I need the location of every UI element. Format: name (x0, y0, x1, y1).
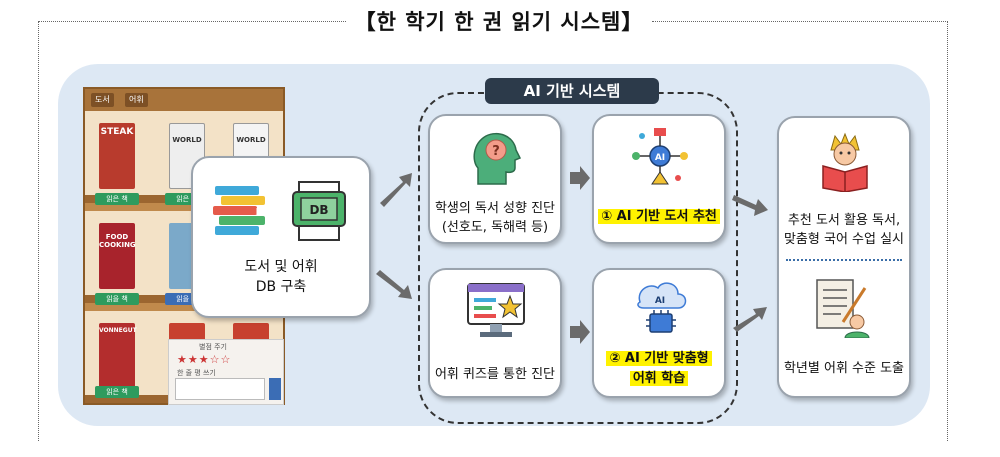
frame-side-right (947, 21, 948, 441)
review-heading-2: 한 줄 평 쓰기 (177, 369, 216, 377)
svg-text:DB: DB (309, 203, 328, 217)
arrow-learning-to-outcome (733, 307, 767, 332)
database-icon: DB (292, 181, 346, 241)
quiz-text: 어휘 퀴즈를 통한 진단 (434, 367, 556, 382)
svg-text:AI: AI (655, 296, 665, 306)
outcome-line1: 추천 도서 활용 독서, (787, 213, 901, 228)
outcome-separator (786, 259, 902, 261)
vocab-sheet-icon (816, 279, 870, 338)
ai-chip-icon: AI (637, 282, 687, 333)
frame-line-left (38, 21, 346, 22)
bookshelf-tab-books: 도서 (91, 93, 114, 107)
arrow-db-to-diagnosis (380, 173, 412, 207)
outcome-line2: 맞춤형 국어 수업 실시 (783, 232, 905, 247)
book-cover: VONNEGUT (99, 323, 137, 389)
svg-text:AI: AI (655, 153, 665, 163)
frame-line-right (652, 21, 948, 22)
frame-side-left (38, 21, 39, 441)
books-stack-icon (213, 186, 265, 235)
quiz-card: 어휘 퀴즈를 통한 진단 (428, 268, 562, 398)
review-heading: 별점 주기 (199, 343, 227, 351)
book-cover: STEAK (99, 123, 135, 189)
book-status-label: 읽은 책 (95, 386, 139, 398)
arrow-db-to-quiz (376, 270, 412, 299)
review-popup: 별점 주기 ★★★☆☆ 한 줄 평 쓰기 (168, 339, 284, 405)
monitor-quiz-icon (467, 283, 525, 337)
arrow-quiz-to-learning (570, 320, 590, 344)
book-status-label: 읽을 책 (95, 293, 139, 305)
svg-text:?: ? (492, 144, 500, 159)
outcome-line3: 학년별 어휘 수준 도출 (783, 361, 905, 376)
rating-stars[interactable]: ★★★☆☆ (177, 353, 232, 366)
ai-network-icon: AI (632, 128, 688, 185)
review-submit-button[interactable] (269, 378, 281, 400)
head-brain-icon: ? (473, 132, 522, 185)
learning-line1: ② AI 기반 맞춤형 (594, 350, 724, 368)
db-card: DB 도서 및 어휘 DB 구축 (191, 156, 371, 318)
diagram-title: 【한 학기 한 권 읽기 시스템】 (354, 10, 644, 34)
ai-system-label: AI 기반 시스템 (485, 78, 659, 104)
book-cover: FOOD COOKING (99, 223, 136, 289)
learning-card: AI ② AI 기반 맞춤형 어휘 학습 (592, 268, 726, 398)
reading-child-icon (822, 132, 868, 192)
book-status-label: 읽은 책 (95, 193, 139, 205)
recommend-card: AI ① AI 기반 도서 추천 (592, 114, 726, 244)
review-input[interactable] (175, 378, 265, 400)
bookshelf-tab-vocab: 어휘 (125, 93, 148, 107)
diagnosis-line1: 학생의 독서 성향 진단 (434, 201, 556, 216)
arrow-diagnosis-to-recommend (570, 166, 590, 190)
diagnosis-card: ? 학생의 독서 성향 진단 (선호도, 독해력 등) (428, 114, 562, 244)
outcome-card: 추천 도서 활용 독서, 맞춤형 국어 수업 실시 학년별 어휘 수준 도출 (777, 116, 911, 398)
learning-line2: 어휘 학습 (594, 370, 724, 388)
bookshelf-topbar: 도서 어휘 (85, 89, 283, 111)
diagnosis-line2: (선호도, 독해력 등) (441, 220, 549, 235)
arrow-recommend-to-outcome (732, 195, 768, 216)
db-card-line2: DB 구축 (255, 279, 307, 295)
recommend-text: ① AI 기반 도서 추천 (594, 208, 724, 226)
db-card-line1: 도서 및 어휘 (244, 259, 318, 275)
